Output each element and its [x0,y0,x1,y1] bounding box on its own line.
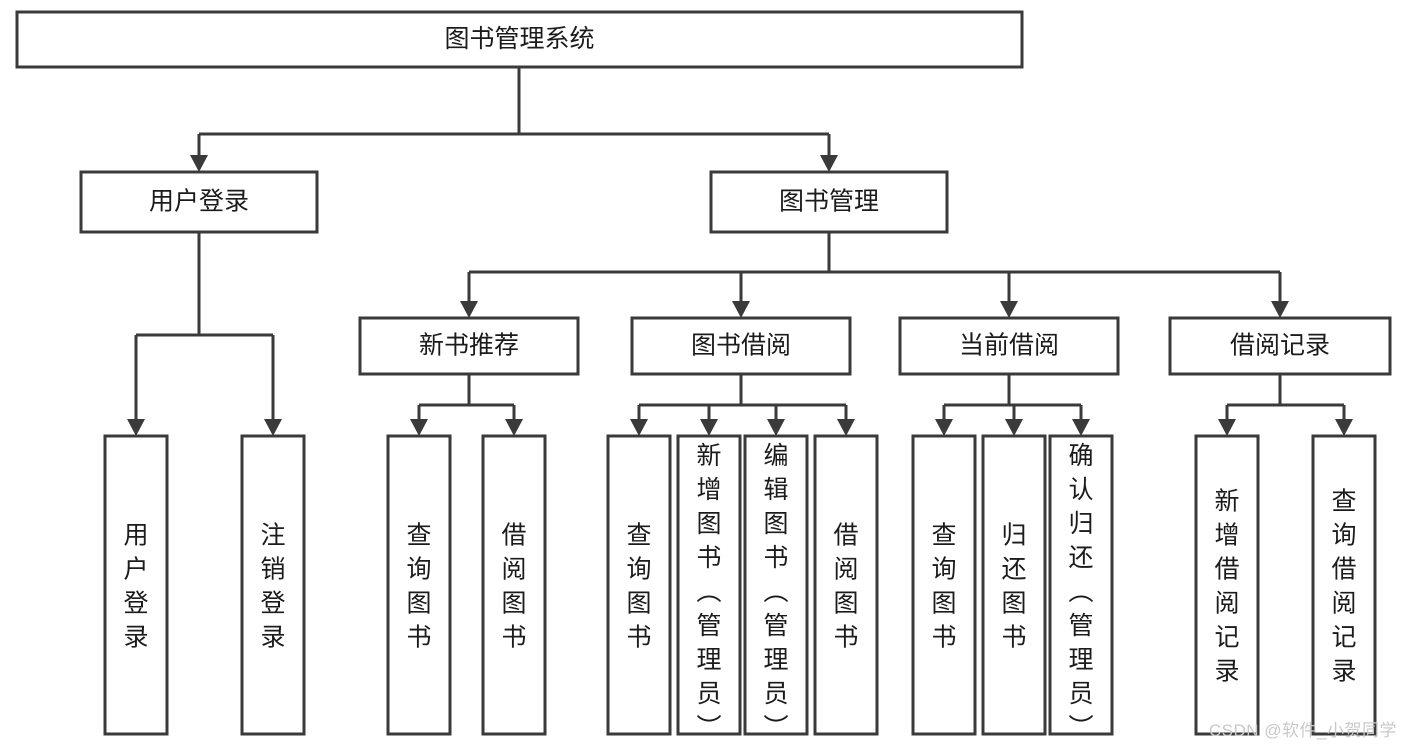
node-leaf-query-book-borrow[interactable]: 查询图书 [606,434,672,736]
arrow-head-icon [460,301,478,318]
node-box-borrow-records[interactable] [1168,316,1392,376]
arrow-head-icon [700,419,718,436]
node-box-leaf-borrow-book[interactable] [813,434,879,736]
arrow-head-icon [410,419,428,436]
node-box-leaf-query-borrow-record[interactable] [1311,434,1377,736]
node-label-leaf-query-borrow-record: 查询借阅记录 [1331,488,1356,686]
node-label-leaf-confirm-return: 确认归还︵管理员︶ [1068,442,1093,742]
node-leaf-query-borrow-record[interactable]: 查询借阅记录 [1311,434,1377,736]
arrow-head-icon [1000,301,1018,318]
arrow-head-icon [1271,301,1289,318]
nodes-layer: 图书管理系统用户登录图书管理新书推荐图书借阅当前借阅借阅记录用户登录注销登录查询… [15,10,1392,742]
node-label-leaf-borrow-book-recommend: 借阅图书 [501,522,526,652]
node-leaf-borrow-book-recommend[interactable]: 借阅图书 [481,434,547,736]
node-label-leaf-add-book: 新增图书︵管理员︶ [696,442,721,742]
node-box-leaf-return-book[interactable] [981,434,1047,736]
arrow-head-icon [127,419,145,436]
arrow-head-icon [505,419,523,436]
node-book-management[interactable]: 图书管理 [709,170,949,234]
node-box-book-borrow[interactable] [630,316,852,376]
node-box-leaf-edit-book[interactable] [743,434,809,736]
arrow-head-icon [190,155,208,172]
arrow-head-icon [1005,419,1023,436]
arrow-head-icon [264,419,282,436]
arrow-head-icon [630,419,648,436]
node-label-current-borrow: 当前借阅 [959,332,1059,360]
node-label-leaf-borrow-book: 借阅图书 [833,522,858,652]
node-box-leaf-query-book-borrow[interactable] [606,434,672,736]
node-label-leaf-query-book-current: 查询图书 [931,522,956,652]
node-label-root: 图书管理系统 [444,25,594,53]
arrow-head-icon [837,419,855,436]
node-box-leaf-add-borrow-record[interactable] [1194,434,1260,736]
node-leaf-query-book-current[interactable]: 查询图书 [911,434,977,736]
arrow-head-icon [767,419,785,436]
node-box-leaf-query-book-recommend[interactable] [386,434,452,736]
connector-group-book-borrow-to-leaves [630,374,855,436]
node-box-new-book-recommend[interactable] [358,316,580,376]
connectors-layer [127,67,1353,436]
node-box-book-management[interactable] [709,170,949,234]
node-label-new-book-recommend: 新书推荐 [419,332,519,360]
node-book-borrow[interactable]: 图书借阅 [630,316,852,376]
node-leaf-add-book[interactable]: 新增图书︵管理员︶ [676,434,742,742]
node-box-leaf-query-book-current[interactable] [911,434,977,736]
node-box-current-borrow[interactable] [898,316,1120,376]
node-box-leaf-user-login[interactable] [103,434,169,736]
arrow-head-icon [935,419,953,436]
node-label-borrow-records: 借阅记录 [1230,332,1330,360]
node-leaf-return-book[interactable]: 归还图书 [981,434,1047,736]
node-current-borrow[interactable]: 当前借阅 [898,316,1120,376]
node-box-leaf-confirm-return[interactable] [1048,434,1114,736]
node-leaf-query-book-recommend[interactable]: 查询图书 [386,434,452,736]
node-label-leaf-user-login: 用户登录 [123,522,148,652]
node-leaf-add-borrow-record[interactable]: 新增借阅记录 [1194,434,1260,736]
node-box-user-login[interactable] [79,170,319,234]
connector-group-new-book-recommend-to-leaves [410,374,523,436]
arrow-head-icon [732,301,750,318]
node-box-root[interactable] [15,10,1024,69]
arrow-head-icon [1072,419,1090,436]
node-label-leaf-edit-book: 编辑图书︵管理员︶ [763,442,788,742]
csdn-watermark: CSDN @软件_小贺同学 [1208,721,1397,740]
node-label-user-login: 用户登录 [149,188,249,216]
connector-group-current-borrow-to-leaves [935,374,1090,436]
node-leaf-confirm-return[interactable]: 确认归还︵管理员︶ [1048,434,1114,742]
node-root[interactable]: 图书管理系统 [15,10,1024,69]
connector-group-book-management-to-level3 [460,232,1289,318]
node-leaf-borrow-book[interactable]: 借阅图书 [813,434,879,736]
node-user-login[interactable]: 用户登录 [79,170,319,234]
node-box-leaf-logout[interactable] [240,434,306,736]
arrow-head-icon [1218,419,1236,436]
node-leaf-user-login[interactable]: 用户登录 [103,434,169,736]
node-label-book-management: 图书管理 [779,188,879,216]
connector-group-borrow-records-to-leaves [1218,374,1353,436]
node-new-book-recommend[interactable]: 新书推荐 [358,316,580,376]
node-borrow-records[interactable]: 借阅记录 [1168,316,1392,376]
node-label-leaf-logout: 注销登录 [260,522,285,652]
node-leaf-logout[interactable]: 注销登录 [240,434,306,736]
connector-group-user-login-to-leaves [127,232,282,436]
node-label-leaf-query-book-recommend: 查询图书 [406,522,431,652]
connector-group-root-to-level2 [190,67,838,172]
node-label-leaf-return-book: 归还图书 [1001,522,1026,652]
node-box-leaf-add-book[interactable] [676,434,742,736]
arrow-head-icon [820,155,838,172]
node-box-leaf-borrow-book-recommend[interactable] [481,434,547,736]
node-label-leaf-query-book-borrow: 查询图书 [626,522,651,652]
node-label-leaf-add-borrow-record: 新增借阅记录 [1214,488,1239,686]
node-leaf-edit-book[interactable]: 编辑图书︵管理员︶ [743,434,809,742]
node-label-book-borrow: 图书借阅 [691,332,791,360]
arrow-head-icon [1335,419,1353,436]
